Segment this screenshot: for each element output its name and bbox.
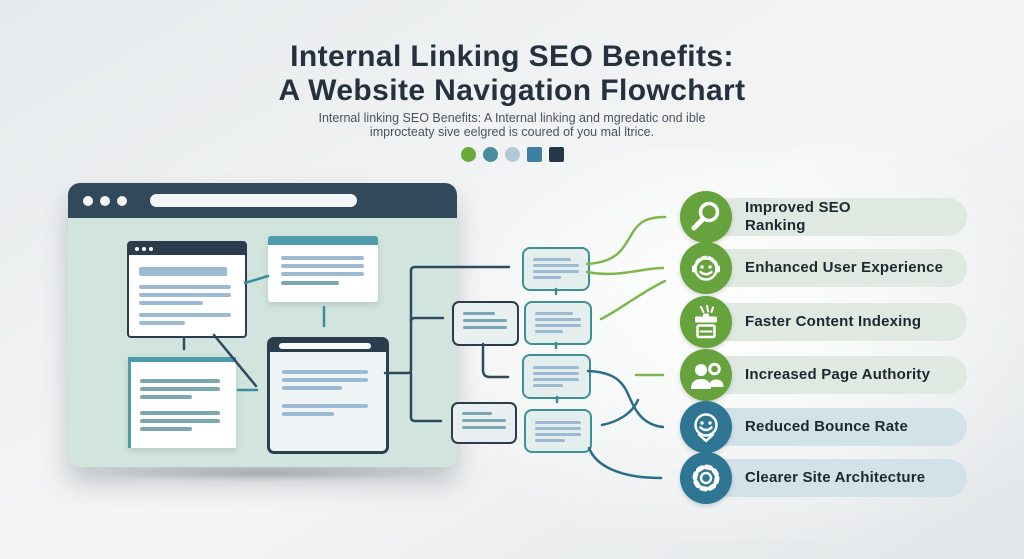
benefit-row: Enhanced User Experience xyxy=(680,242,1020,294)
subtitle-line2: improcteaty sive eelgred is coured of yo… xyxy=(369,125,655,139)
benefit-row: Increased Page Authority xyxy=(680,349,1020,401)
flow-node-4 xyxy=(524,409,592,453)
card-accent-edge xyxy=(128,357,131,448)
flow-node-3 xyxy=(522,354,591,399)
page-authority-users-icon xyxy=(680,349,732,401)
benefit-pill xyxy=(703,459,967,497)
benefit-label: Improved SEO Ranking xyxy=(745,199,851,234)
palette-swatch-lightblue xyxy=(504,147,520,162)
webpage-card-top-right xyxy=(268,236,378,302)
card-accent-bar xyxy=(128,357,236,362)
bounce-rate-smiley-icon xyxy=(680,401,732,453)
page-title-line1: Internal Linking SEO Benefits: xyxy=(290,40,734,73)
benefit-label: Faster Content Indexing xyxy=(745,313,922,330)
webpage-card-bottom-right xyxy=(267,337,389,454)
flow-node-link-b xyxy=(451,402,517,444)
subtitle-line1: Internal linking SEO Benefits: A Interna… xyxy=(318,111,706,125)
flow-node-link-a xyxy=(452,301,519,346)
page-title-line2: A Website Navigation Flowchart xyxy=(278,74,746,107)
url-bar xyxy=(150,194,357,207)
palette-swatch-navy xyxy=(548,147,564,162)
window-dot-icon xyxy=(149,247,153,251)
flow-node-1 xyxy=(522,247,590,291)
webpage-card-bottom-left xyxy=(128,357,236,448)
card-title-bar xyxy=(129,243,245,255)
benefit-pill xyxy=(703,408,967,446)
window-dot-icon xyxy=(142,247,146,251)
card-title-bar xyxy=(268,236,378,245)
window-dot-icon xyxy=(83,196,93,206)
site-architecture-gear-icon xyxy=(680,452,732,504)
benefit-label: Increased Page Authority xyxy=(745,366,931,383)
benefit-pill xyxy=(703,356,967,394)
window-dot-icon xyxy=(135,247,139,251)
headset-user-icon xyxy=(680,242,732,294)
benefit-pill xyxy=(703,303,967,341)
palette-swatch-teal xyxy=(482,147,498,162)
color-palette-swatches xyxy=(0,147,1024,162)
palette-swatch-blue xyxy=(526,147,542,162)
search-icon xyxy=(680,191,732,243)
content-indexing-icon xyxy=(680,296,732,348)
window-dot-icon xyxy=(100,196,110,206)
benefit-label: Clearer Site Architecture xyxy=(745,469,926,486)
webpage-card-top-left xyxy=(127,241,247,338)
flow-node-2 xyxy=(524,301,592,345)
window-dot-icon xyxy=(117,196,127,206)
benefit-row: Clearer Site Architecture xyxy=(680,452,1020,504)
card-title-bar xyxy=(270,340,386,352)
benefit-pill xyxy=(703,198,967,236)
benefit-label: Reduced Bounce Rate xyxy=(745,418,908,435)
benefit-row: Faster Content Indexing xyxy=(680,296,1020,348)
benefit-row: Improved SEO Ranking xyxy=(680,191,1020,243)
benefit-pill xyxy=(703,249,967,287)
benefit-row: Reduced Bounce Rate xyxy=(680,401,1020,453)
browser-header-bar xyxy=(68,183,457,218)
card-title-slot xyxy=(279,343,371,349)
browser-drop-shadow xyxy=(86,464,442,482)
palette-swatch-green xyxy=(460,147,476,162)
benefit-label: Enhanced User Experience xyxy=(745,259,944,276)
